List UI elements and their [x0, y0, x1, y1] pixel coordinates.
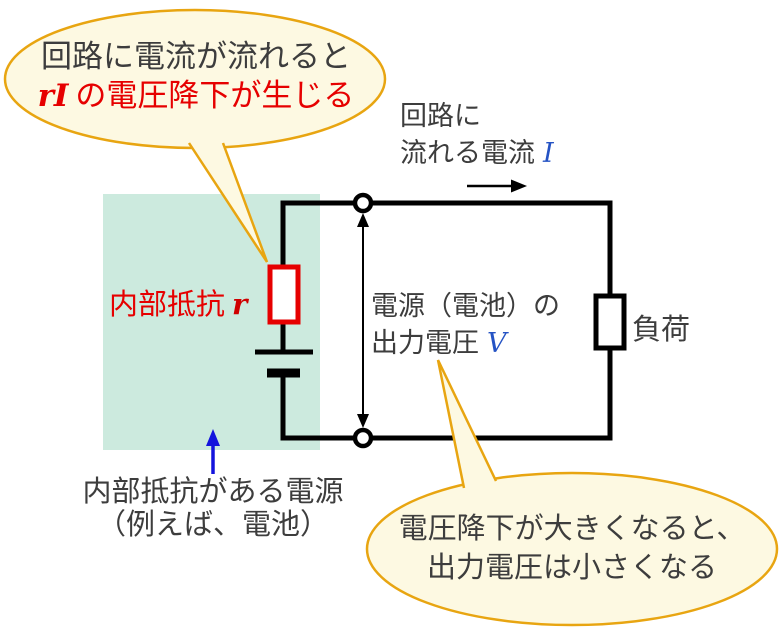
output-voltage-line2-text: 出力電圧	[371, 328, 479, 358]
source-pointer-arrow-head	[206, 429, 220, 446]
output-voltage-line1: 電源（電池）の	[371, 291, 560, 321]
current-label-line2: 流れる電流 I	[400, 135, 554, 172]
load-resistor-symbol	[593, 293, 627, 351]
output-voltage-label: 電源（電池）の 出力電圧 V	[371, 288, 560, 362]
voltage-symbol: V	[487, 328, 507, 359]
source-caption-line1: 内部抵抗がある電源	[82, 476, 344, 508]
bubble-top-line1: 回路に電流が流れると	[41, 39, 351, 74]
current-label: 回路に 流れる電流 I	[400, 98, 554, 172]
circuit-wire-top	[280, 200, 613, 298]
bubble-bottom-line1: 電圧降下が大きくなると、	[398, 513, 746, 545]
current-label-line1: 回路に	[400, 101, 481, 131]
current-direction-arrow-head	[511, 179, 527, 193]
output-voltage-arrow-head-bottom	[357, 414, 369, 428]
output-voltage-line2: 出力電圧 V	[371, 325, 560, 362]
load-label: 負荷	[632, 314, 691, 346]
terminal-node-bottom	[352, 427, 374, 449]
output-voltage-arrow-head-top	[357, 213, 369, 227]
speech-bubble-bottom	[365, 471, 779, 627]
circuit-wire-bottom	[280, 346, 613, 441]
speech-bubble-top-tail	[187, 142, 269, 263]
source-caption: 内部抵抗がある電源 （例えば、電池）	[38, 476, 388, 542]
voltage-drop-formula: rI	[37, 78, 69, 114]
internal-resistance-symbol	[267, 264, 301, 325]
terminal-node-top	[352, 192, 374, 214]
current-symbol: I	[543, 138, 554, 169]
bubble-top-line2-text: の電圧降下が生じる	[75, 78, 355, 113]
source-caption-line2: （例えば、電池）	[96, 509, 329, 541]
internal-resistance-text: 内部抵抗	[109, 289, 226, 321]
bubble-bottom-line2: 出力電圧は小さくなる	[426, 552, 717, 584]
current-label-line2-text: 流れる電流	[400, 138, 535, 168]
speech-bubble-bottom-tail	[436, 359, 498, 489]
bubble-bottom-text: 電圧降下が大きくなると、 出力電圧は小さくなる	[380, 510, 764, 588]
internal-resistance-symbol-r: r	[232, 287, 248, 321]
